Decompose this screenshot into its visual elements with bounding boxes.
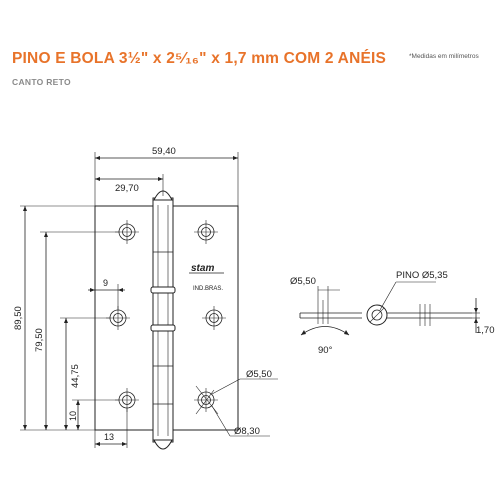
dim-offset-13: 13	[104, 432, 114, 442]
dim-angle: 90°	[318, 345, 333, 356]
brand-stamp: IND.BRAS.	[193, 286, 223, 292]
dim-height-44: 44,75	[70, 364, 81, 388]
dim-half-width: 29,70	[115, 183, 139, 194]
dim-side-hole-diameter: Ø5,50	[290, 276, 316, 287]
dim-overall-height: 89,50	[13, 306, 24, 330]
ring-bottom	[150, 324, 176, 332]
ring-top	[150, 286, 176, 294]
hole-right-top	[194, 220, 218, 244]
dim-overall-width: 59,40	[152, 146, 176, 157]
hinge-knuckle	[152, 197, 174, 443]
side-view: 90° Ø5,50 PINO Ø5,35 1,70	[290, 270, 495, 356]
dim-height-10: 10	[68, 411, 78, 421]
dim-offset-9: 9	[103, 278, 108, 288]
dim-thickness: 1,70	[476, 325, 495, 336]
page-subtitle: CANTO RETO	[12, 77, 71, 87]
dim-height-79: 79,50	[34, 328, 45, 352]
hole-right-middle	[202, 306, 226, 330]
page-title: PINO E BOLA 3½" x 2⁵⁄₁₆" x 1,7 mm COM 2 …	[12, 50, 387, 67]
hole-left-top	[115, 220, 139, 244]
dim-countersink-diameter: Ø8,30	[234, 426, 260, 437]
dim-hole-diameter: Ø5,50	[246, 369, 272, 380]
ball-bottom	[153, 439, 173, 450]
brand-logo: stam	[191, 263, 214, 274]
units-note: *Medidas em milímetros	[409, 53, 479, 60]
dim-pin-label: PINO Ø5,35	[396, 270, 448, 281]
